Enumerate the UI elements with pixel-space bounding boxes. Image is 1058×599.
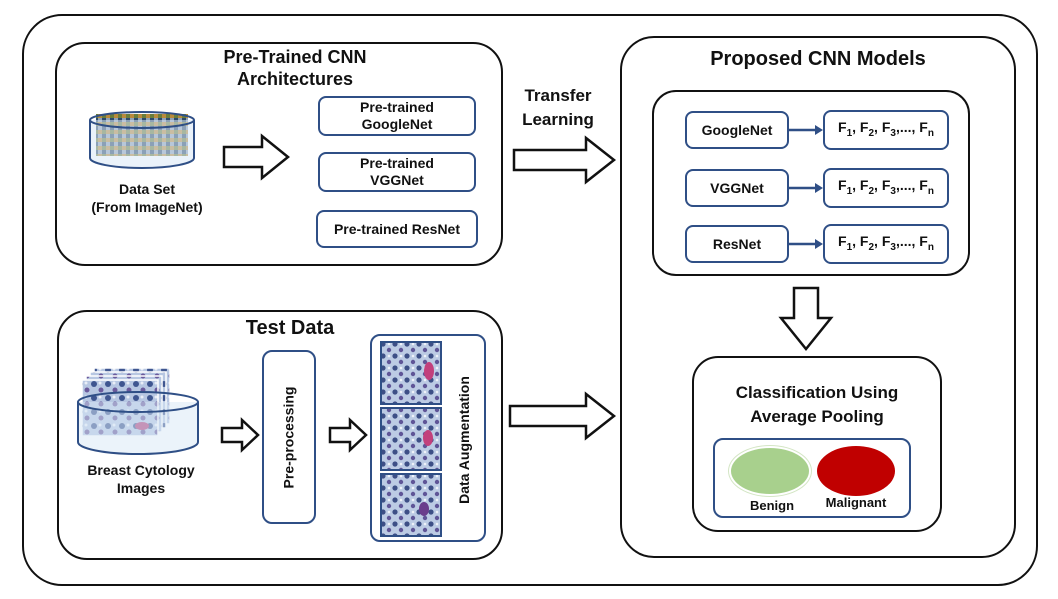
classification-title-line1: Classification Using (735, 383, 899, 402)
feature-symbol: F3 (881, 118, 896, 139)
cytology-images-line1: Breast Cytology (87, 462, 195, 478)
preprocessing-label: Pre-processing (280, 386, 297, 488)
pretrained-title: Pre-Trained CNN Architectures (190, 46, 400, 90)
pretrained-vggnet-line2: VGGNet (370, 172, 424, 188)
pretrained-vggnet-box: Pre-trained VGGNet (318, 152, 476, 192)
pretrained-resnet-label: Pre-trained ResNet (333, 220, 461, 237)
model-resnet-label: ResNet (712, 235, 762, 252)
model-resnet-box: ResNet (685, 225, 789, 263)
pretrained-googlenet-line1: Pre-trained (360, 99, 434, 115)
feature-subscript: 3 (890, 185, 896, 197)
feature-symbol: F2 (859, 176, 875, 197)
dataset-label-line2: (From ImageNet) (91, 199, 203, 215)
dataset-label: Data Set (From ImageNet) (72, 180, 222, 216)
model-vggnet-label: VGGNet (710, 179, 764, 196)
transfer-learning-arrow (512, 135, 617, 185)
pretrained-googlenet-line2: GoogleNet (361, 116, 433, 132)
feature-symbol: Fn (919, 232, 934, 253)
pretrained-googlenet-box: Pre-trained GoogleNet (318, 96, 476, 136)
vggnet-features-box: F1, F2, F3,..., Fn (823, 168, 949, 208)
pretrained-resnet-box: Pre-trained ResNet (316, 210, 478, 248)
models-to-classification-arrow (778, 286, 834, 351)
feature-subscript: 3 (890, 127, 896, 139)
preprocessing-box: Pre-processing (262, 350, 316, 524)
feature-subscript: 3 (890, 241, 896, 253)
pretrained-title-line1: Pre-Trained CNN (223, 47, 367, 67)
classification-title: Classification Using Average Pooling (700, 381, 934, 429)
proposed-title: Proposed CNN Models (710, 48, 926, 70)
transfer-learning-line2: Learning (522, 110, 594, 129)
feature-vector-label: F1, F2, F3,..., Fn (838, 118, 934, 139)
feature-symbol: F2 (859, 232, 875, 253)
classes-box (713, 438, 911, 518)
feature-symbol: F1 (838, 118, 853, 139)
feature-vector-label: F1, F2, F3,..., Fn (838, 232, 934, 253)
classification-panel (692, 356, 942, 532)
outer-frame (22, 14, 1038, 586)
dataset-to-models-arrow (222, 133, 290, 181)
preprocessing-to-augmentation-arrow (328, 417, 368, 453)
cytology-images-stack-icon (77, 367, 199, 455)
feature-symbol: F3 (881, 176, 896, 197)
feature-symbol: F1 (838, 176, 853, 197)
feature-subscript: 2 (868, 127, 875, 139)
model-googlenet-label: GoogleNet (701, 121, 773, 138)
feature-subscript: n (927, 127, 934, 139)
feature-symbol: F1 (838, 232, 853, 253)
transfer-learning-label: Transfer Learning (508, 84, 608, 132)
classification-title-line2: Average Pooling (750, 407, 884, 426)
pretrained-title-line2: Architectures (236, 69, 354, 89)
cytology-images-line2: Images (116, 480, 166, 496)
feature-symbol: Fn (919, 176, 934, 197)
googlenet-features-box: F1, F2, F3,..., Fn (823, 110, 949, 150)
images-to-preprocessing-arrow (220, 417, 260, 453)
feature-subscript: n (927, 185, 934, 197)
feature-subscript: 1 (846, 241, 853, 253)
benign-ellipse (729, 446, 811, 496)
feature-symbol: F3 (881, 232, 896, 253)
pretrained-vggnet-line1: Pre-trained (360, 155, 434, 171)
model-vggnet-box: VGGNet (685, 169, 789, 207)
feature-symbol: Fn (919, 118, 934, 139)
dataset-label-line1: Data Set (118, 181, 176, 197)
feature-subscript: 1 (846, 127, 853, 139)
augmentation-label-box: Data Augmentation (446, 350, 482, 530)
test-data-title: Test Data (245, 317, 335, 339)
malignant-ellipse (817, 446, 895, 496)
feature-subscript: 1 (846, 185, 853, 197)
benign-label: Benign (749, 498, 795, 513)
feature-subscript: n (927, 241, 934, 253)
feature-subscript: 2 (868, 241, 875, 253)
resnet-to-features-arrow (789, 239, 823, 249)
resnet-features-box: F1, F2, F3,..., Fn (823, 224, 949, 264)
imagenet-dataset-icon (89, 111, 195, 169)
googlenet-to-features-arrow (789, 125, 823, 135)
test-to-proposed-arrow (508, 391, 617, 441)
malignant-label: Malignant (825, 495, 887, 510)
cytology-images-label: Breast Cytology Images (66, 461, 216, 497)
vggnet-to-features-arrow (789, 183, 823, 193)
model-googlenet-box: GoogleNet (685, 111, 789, 149)
transfer-learning-line1: Transfer (524, 86, 592, 105)
feature-subscript: 2 (868, 185, 875, 197)
feature-symbol: F2 (859, 118, 875, 139)
augmented-images-icon (380, 341, 442, 537)
augmentation-box (370, 334, 486, 542)
feature-vector-label: F1, F2, F3,..., Fn (838, 176, 934, 197)
augmentation-label: Data Augmentation (456, 376, 473, 504)
